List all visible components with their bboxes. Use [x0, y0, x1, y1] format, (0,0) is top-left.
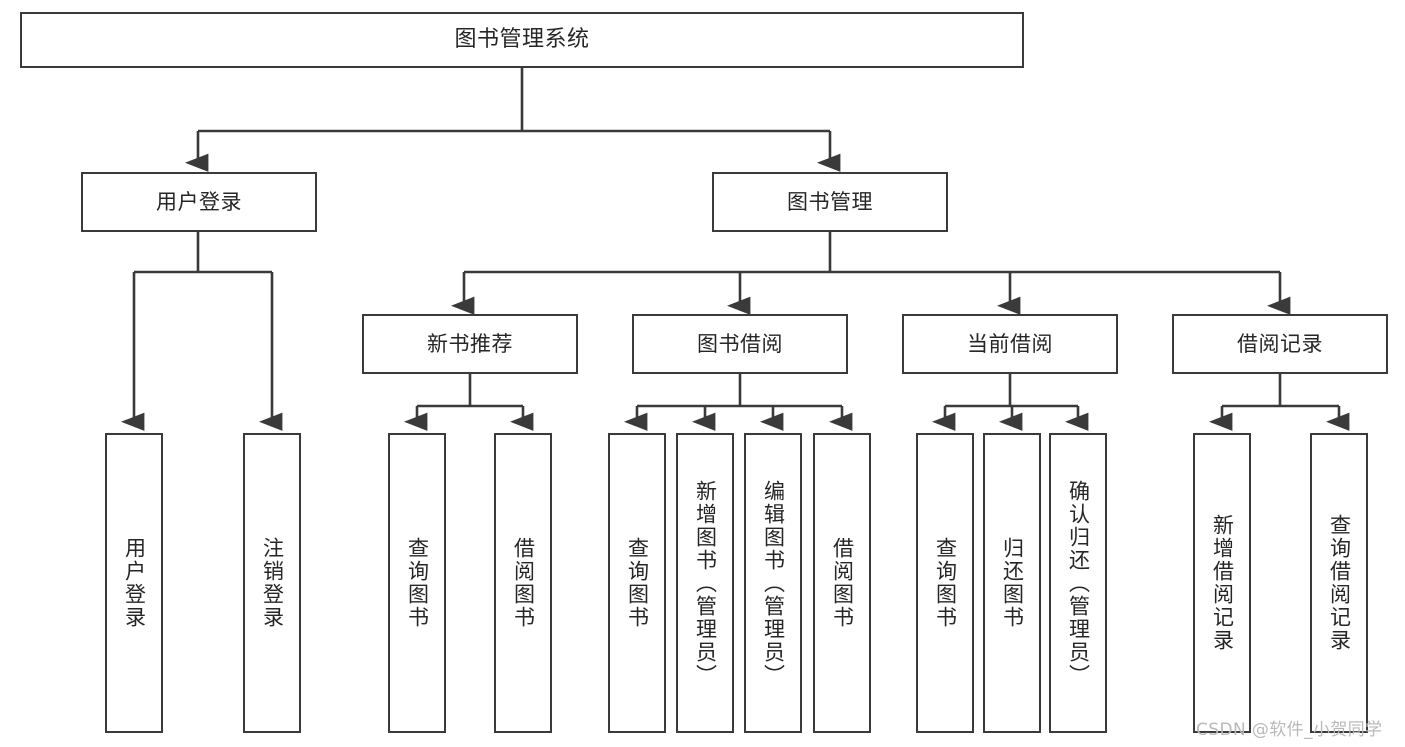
node-leaf-borrow-book-1[interactable]: 借阅图书: [494, 433, 552, 733]
node-leaf-user-login-label: 用户登录: [122, 537, 147, 629]
node-leaf-add-book-label: 新增图书（管理员）: [693, 479, 718, 687]
node-book-borrow-label: 图书借阅: [697, 331, 783, 356]
node-user-login-label: 用户登录: [156, 189, 242, 214]
node-leaf-return-book[interactable]: 归还图书: [983, 433, 1041, 733]
node-leaf-user-login[interactable]: 用户登录: [105, 433, 163, 733]
node-leaf-query-record-label: 查询借阅记录: [1327, 514, 1352, 652]
node-user-login[interactable]: 用户登录: [81, 172, 317, 232]
node-leaf-query-book-2-label: 查询图书: [625, 537, 650, 629]
node-leaf-logout-login-label: 注销登录: [260, 537, 285, 629]
node-leaf-query-book-1[interactable]: 查询图书: [388, 433, 446, 733]
node-current-borrow[interactable]: 当前借阅: [902, 314, 1118, 374]
node-book-borrow[interactable]: 图书借阅: [632, 314, 848, 374]
node-leaf-confirm-return[interactable]: 确认归还（管理员）: [1049, 433, 1107, 733]
node-leaf-query-book-2[interactable]: 查询图书: [608, 433, 666, 733]
node-leaf-edit-book-label: 编辑图书（管理员）: [761, 479, 786, 687]
node-borrow-record-label: 借阅记录: [1237, 331, 1323, 356]
node-leaf-query-record[interactable]: 查询借阅记录: [1310, 433, 1368, 733]
node-book-management-label: 图书管理: [787, 189, 873, 214]
node-leaf-borrow-book-1-label: 借阅图书: [511, 537, 536, 629]
watermark: CSDN @软件_小贺同学: [1196, 720, 1383, 740]
node-leaf-confirm-return-label: 确认归还（管理员）: [1066, 479, 1091, 687]
node-leaf-return-book-label: 归还图书: [1000, 537, 1025, 629]
node-leaf-borrow-book-2[interactable]: 借阅图书: [813, 433, 871, 733]
node-leaf-logout-login[interactable]: 注销登录: [243, 433, 301, 733]
node-book-management[interactable]: 图书管理: [712, 172, 948, 232]
node-leaf-query-book-3[interactable]: 查询图书: [916, 433, 974, 733]
node-leaf-query-book-3-label: 查询图书: [933, 537, 958, 629]
node-new-book-recommend-label: 新书推荐: [427, 331, 513, 356]
node-root-label: 图书管理系统: [454, 27, 590, 53]
node-leaf-add-record-label: 新增借阅记录: [1210, 514, 1235, 652]
node-root[interactable]: 图书管理系统: [20, 12, 1024, 68]
node-leaf-query-book-1-label: 查询图书: [405, 537, 430, 629]
node-leaf-borrow-book-2-label: 借阅图书: [830, 537, 855, 629]
node-borrow-record[interactable]: 借阅记录: [1172, 314, 1388, 374]
node-leaf-edit-book[interactable]: 编辑图书（管理员）: [744, 433, 802, 733]
node-current-borrow-label: 当前借阅: [967, 331, 1053, 356]
node-leaf-add-record[interactable]: 新增借阅记录: [1193, 433, 1251, 733]
node-leaf-add-book[interactable]: 新增图书（管理员）: [676, 433, 734, 733]
node-new-book-recommend[interactable]: 新书推荐: [362, 314, 578, 374]
